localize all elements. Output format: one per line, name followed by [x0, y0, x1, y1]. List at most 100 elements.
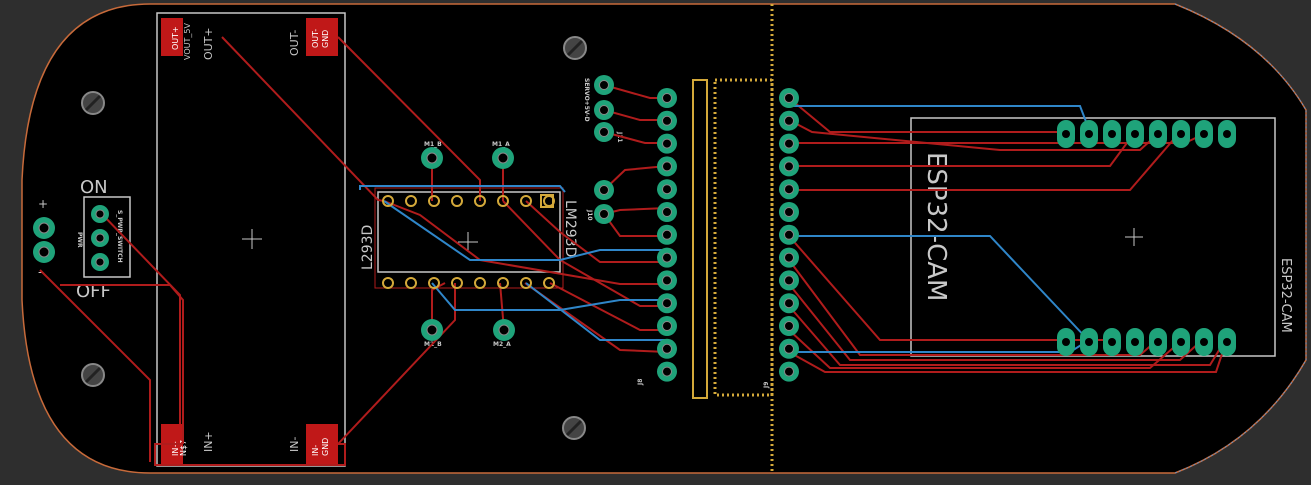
l293d-pin[interactable] — [474, 195, 486, 207]
in-plus-label: IN+ — [202, 431, 215, 452]
l293d-pin[interactable] — [451, 277, 463, 289]
l293d-body — [374, 187, 564, 289]
header-left-pin-11[interactable] — [657, 316, 677, 336]
esp32-top-pin[interactable] — [1172, 120, 1190, 148]
esp32-center-cross — [1125, 228, 1143, 246]
in-gnd-pad[interactable] — [306, 424, 338, 464]
battery-pin[interactable] — [33, 217, 55, 239]
switch-name-label: S_PWR_SWITCH — [116, 210, 123, 263]
l293d-pin[interactable] — [428, 277, 440, 289]
switch-pin[interactable] — [91, 253, 109, 271]
header-left-pin-4[interactable] — [657, 156, 677, 177]
m2b-pad[interactable] — [421, 319, 443, 341]
in-plus-pad-label: IN+ — [171, 441, 180, 456]
esp32-bottom-pin[interactable] — [1080, 328, 1098, 356]
board-outline-dash — [1174, 3, 1307, 474]
mounting-hole — [563, 36, 587, 60]
header-right-pin-1[interactable] — [779, 88, 799, 108]
j10-pin[interactable] — [594, 204, 614, 224]
header-left-pin-3[interactable] — [657, 133, 677, 154]
esp32-bottom-pin[interactable] — [1149, 328, 1167, 356]
servo-pin[interactable] — [594, 122, 614, 142]
header-left-pin-9[interactable] — [657, 270, 677, 291]
esp32-bottom-pin[interactable] — [1126, 328, 1144, 356]
header-left-pin-13[interactable] — [657, 361, 677, 382]
vout-label: VOUT_5V — [183, 23, 192, 60]
mounting-hole — [81, 363, 105, 387]
l293d-pin[interactable] — [405, 277, 417, 289]
header-left-pin-6[interactable] — [657, 202, 677, 222]
esp32-bottom-pin[interactable] — [1218, 328, 1236, 356]
esp32-label: ESP32-CAM — [921, 152, 951, 301]
top-copper-trace — [789, 131, 1181, 191]
l293d-pin[interactable] — [520, 195, 532, 207]
header-right-pin-4[interactable] — [779, 156, 799, 177]
l293d-pin[interactable] — [497, 195, 509, 207]
switch-pin[interactable] — [91, 205, 109, 223]
out-gnd-pad[interactable] — [306, 18, 338, 56]
header-left-pin-5[interactable] — [657, 179, 677, 200]
header-left-pin-7[interactable] — [657, 224, 677, 245]
battery-pin[interactable] — [33, 241, 55, 263]
l293d-pin[interactable] — [474, 277, 486, 289]
l293d-pin[interactable] — [520, 277, 532, 289]
header-right-pin-6[interactable] — [779, 202, 799, 222]
out-gnd-pad-label: OUT- — [311, 29, 320, 48]
header-right-pin-13[interactable] — [779, 361, 799, 382]
l293d-pin[interactable] — [428, 195, 440, 207]
out-plus-pad-label: OUT+ — [171, 26, 180, 50]
m1a-pad[interactable] — [492, 147, 514, 169]
esp32-bottom-pin[interactable] — [1103, 328, 1121, 356]
l293d-pin-1-marker[interactable] — [540, 194, 554, 208]
battery-plus-label: + — [38, 197, 48, 211]
esp32-top-pin[interactable] — [1057, 120, 1075, 148]
origin-cross — [242, 229, 262, 249]
esp32-bottom-pin[interactable] — [1057, 328, 1075, 356]
esp32-top-pin[interactable] — [1103, 120, 1121, 148]
header-right-pin-10[interactable] — [779, 293, 799, 314]
l293d-pin[interactable] — [382, 277, 394, 289]
esp32-small-label: ESP32-CAM — [1278, 258, 1293, 333]
m1b-pad[interactable] — [421, 147, 443, 169]
l293d-pin[interactable] — [543, 277, 555, 289]
l293d-pin[interactable] — [497, 277, 509, 289]
esp32-top-pin[interactable] — [1080, 120, 1098, 148]
header-right-pin-11[interactable] — [779, 316, 799, 336]
header-right-pin-8[interactable] — [779, 247, 799, 268]
esp32-top-pin[interactable] — [1218, 120, 1236, 148]
l293d-pin[interactable] — [382, 195, 394, 207]
header-left-pin-12[interactable] — [657, 338, 677, 359]
header-right-pin-7[interactable] — [779, 224, 799, 245]
m2a-pad[interactable] — [493, 319, 515, 341]
header-right-pin-2[interactable] — [779, 110, 799, 131]
esp32-bottom-pin[interactable] — [1195, 328, 1213, 356]
l293d-left-label: L293D — [360, 225, 376, 270]
header-left-pin-10[interactable] — [657, 293, 677, 314]
j10-pin[interactable] — [594, 180, 614, 200]
top-copper-trace — [221, 36, 385, 202]
header-left-pin-2[interactable] — [657, 110, 677, 131]
j8-label: J8 — [637, 379, 644, 386]
j9-label: J9 — [763, 382, 770, 389]
esp32-top-pin[interactable] — [1195, 120, 1213, 148]
header-right-pin-5[interactable] — [779, 179, 799, 200]
esp32-bottom-pin[interactable] — [1172, 328, 1190, 356]
out-plus-pad[interactable] — [161, 18, 183, 56]
header-left-pin-1[interactable] — [657, 88, 677, 108]
switch-pin[interactable] — [91, 229, 109, 247]
l293d-pin[interactable] — [405, 195, 417, 207]
esp32-top-pin[interactable] — [1126, 120, 1144, 148]
header-left-pin-8[interactable] — [657, 247, 677, 268]
chip-center-cross — [458, 232, 478, 252]
esp32-top-pin[interactable] — [1149, 120, 1167, 148]
l293d-pin[interactable] — [451, 195, 463, 207]
header-strip — [692, 79, 708, 399]
top-copper-trace — [788, 341, 1227, 373]
top-copper-trace — [99, 211, 181, 424]
servo-pin[interactable] — [594, 100, 614, 120]
servo-pin[interactable] — [594, 75, 614, 95]
header-right-pin-9[interactable] — [779, 270, 799, 291]
header-right-pin-3[interactable] — [779, 133, 799, 154]
header-right-pin-12[interactable] — [779, 338, 799, 359]
